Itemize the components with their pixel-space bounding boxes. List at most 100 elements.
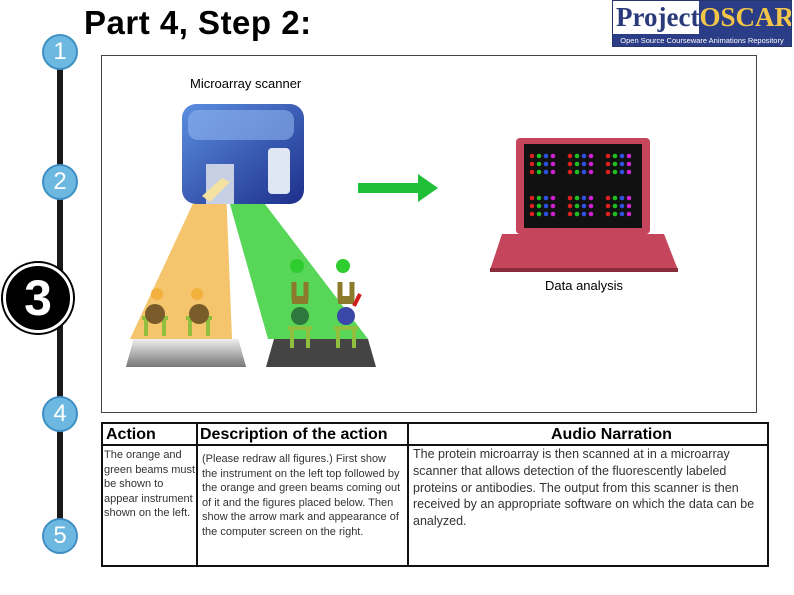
microarray-spot [626,195,632,201]
orange-beam-icon [130,184,232,339]
microarray-spot [567,161,573,167]
step-3-current[interactable]: 3 [3,263,73,333]
microarray-spot [574,203,580,209]
microarray-spot [588,203,594,209]
logo-word-oscar: OSCAR [699,1,792,34]
microarray-spot [588,195,594,201]
microarray-spot [626,211,632,217]
microarray-spot [581,195,587,201]
microarray-spot [567,203,573,209]
microarray-spot [529,195,535,201]
microarray-spot [536,195,542,201]
audio-header: Audio Narration [551,426,672,443]
microarray-spot [550,161,556,167]
microarray-spot [588,211,594,217]
microarray-spot [626,169,632,175]
description-header: Description of the action [200,426,388,443]
step-5[interactable]: 5 [42,518,78,554]
microarray-spot [605,153,611,159]
microarray-spot [574,169,580,175]
microarray-spot [605,169,611,175]
microarray-spot [619,161,625,167]
microarray-spot [543,161,549,167]
microarray-spot [581,161,587,167]
microarray-spot [543,211,549,217]
logo-word-project: Project [613,1,700,34]
microarray-spot [619,203,625,209]
microarray-spot [550,203,556,209]
page-title: Part 4, Step 2: [84,4,312,41]
microarray-spot [612,211,618,217]
microarray-spot [581,203,587,209]
green-beam-icon [222,174,368,339]
project-oscar-logo[interactable]: Project OSCAR Open Source Courseware Ani… [612,0,792,47]
microarray-spot [612,195,618,201]
microarray-spot [574,153,580,159]
microarray-spot [605,161,611,167]
microarray-spot [626,153,632,159]
logo-tagline: Open Source Courseware Animations Reposi… [613,34,791,46]
microarray-spot [612,169,618,175]
step-1[interactable]: 1 [42,34,78,70]
microarray-spot [605,203,611,209]
microarray-spot [588,153,594,159]
microarray-spot [574,195,580,201]
action-header: Action [106,426,156,443]
action-text: The orange and green beams must be shown… [104,449,196,519]
microarray-spot [612,153,618,159]
microarray-spot [567,211,573,217]
audio-text: The protein microarray is then scanned a… [413,447,755,529]
microarray-spot [536,169,542,175]
microarray-spot [550,195,556,201]
microarray-spot [574,211,580,217]
microarray-spot [529,153,535,159]
microarray-spot [581,211,587,217]
figure-panel: Microarray scanner Data analysis [101,55,757,413]
microarray-spot [550,211,556,217]
microarray-spot [567,153,573,159]
microarray-scanner-icon [182,104,304,204]
microarray-spot [619,195,625,201]
microarray-spot [529,203,535,209]
microarray-spot [612,203,618,209]
microarray-spot [567,169,573,175]
microarray-spot [536,161,542,167]
microarray-spot [605,211,611,217]
microarray-spot [619,211,625,217]
slide-icon [126,339,376,367]
microarray-spot [619,169,625,175]
microarray-spot [626,161,632,167]
microarray-spot [536,203,542,209]
microarray-spots [529,153,632,217]
figure-illustration [126,104,678,367]
microarray-spot [619,153,625,159]
microarray-spot [567,195,573,201]
microarray-spot [529,161,535,167]
step-2[interactable]: 2 [42,164,78,200]
scanner-label: Microarray scanner [190,76,302,91]
microarray-spot [543,195,549,201]
microarray-spot [574,161,580,167]
storyboard-table: Action Description of the action Audio N… [101,422,769,567]
microarray-spot [588,161,594,167]
microarray-spot [581,169,587,175]
action-column [101,422,198,567]
microarray-spot [536,211,542,217]
microarray-spot [588,169,594,175]
microarray-spot [536,153,542,159]
data-analysis-label: Data analysis [545,278,624,293]
protein-icon [145,259,362,325]
step-4[interactable]: 4 [42,396,78,432]
microarray-spot [605,195,611,201]
microarray-spot [529,211,535,217]
microarray-spot [626,203,632,209]
audio-cell [407,422,769,567]
microarray-spot [543,203,549,209]
microarray-spot [550,153,556,159]
microarray-spot [581,153,587,159]
microarray-spot [529,169,535,175]
description-text: (Please redraw all figures.) First show … [202,453,401,538]
arrow-right-icon [358,174,438,202]
microarray-spot [550,169,556,175]
microarray-spot [612,161,618,167]
